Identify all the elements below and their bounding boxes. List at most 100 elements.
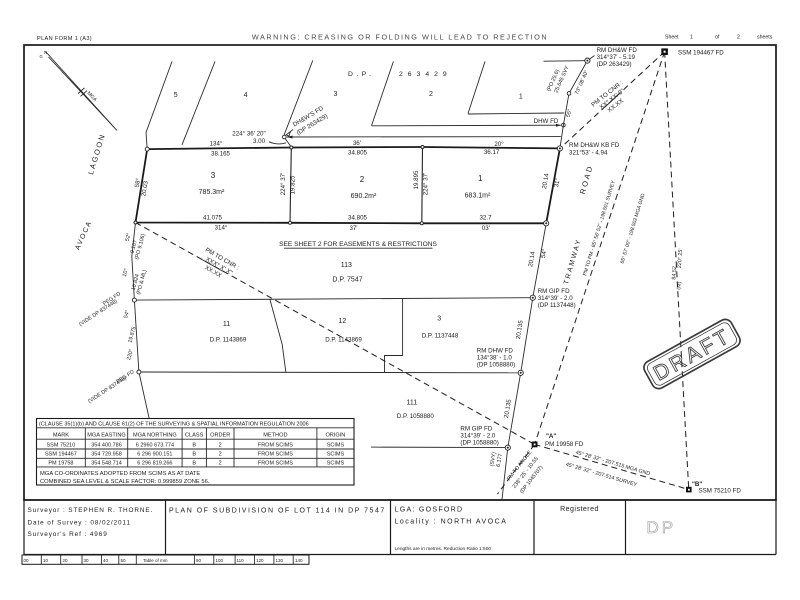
svg-text:90: 90 xyxy=(196,558,202,563)
svg-text:ORDER: ORDER xyxy=(210,433,230,439)
svg-text:20.135: 20.135 xyxy=(515,319,525,339)
svg-text:354 548.714: 354 548.714 xyxy=(91,461,122,467)
svg-text:32.7: 32.7 xyxy=(479,215,492,222)
svg-text:03': 03' xyxy=(482,225,490,232)
svg-text:41.075: 41.075 xyxy=(203,215,222,222)
svg-text:D.P.: D.P. xyxy=(348,71,374,78)
svg-text:MGA EASTING: MGA EASTING xyxy=(87,433,126,439)
svg-text:110: 110 xyxy=(237,558,245,563)
svg-text:785.3m²: 785.3m² xyxy=(199,189,225,196)
svg-text:314°37' - 5.19: 314°37' - 5.19 xyxy=(597,54,636,61)
svg-text:Surveyor's Ref : 4969: Surveyor's Ref : 4969 xyxy=(28,531,108,538)
svg-text:(CLAUSE 35(1)(b) AND CLAUSE 61: (CLAUSE 35(1)(b) AND CLAUSE 61(2) OF THE… xyxy=(39,421,309,427)
svg-text:SSM 194467 FD: SSM 194467 FD xyxy=(678,50,724,57)
svg-text:224° 37': 224° 37' xyxy=(280,173,287,196)
svg-text:(DP 1058880): (DP 1058880) xyxy=(477,362,515,369)
svg-text:MGA CO-ORDINATES ADOPTED FROM: MGA CO-ORDINATES ADOPTED FROM SCIMS AS A… xyxy=(40,471,200,477)
svg-text:73° 08' 40": 73° 08' 40" xyxy=(574,69,590,95)
svg-text:120: 120 xyxy=(256,558,264,563)
svg-text:19.875: 19.875 xyxy=(128,326,138,343)
svg-text:DP: DP xyxy=(647,518,677,537)
svg-text:of: of xyxy=(715,35,720,41)
svg-text:34.805: 34.805 xyxy=(348,150,367,157)
svg-text:30: 30 xyxy=(84,558,90,563)
svg-text:Table of mm: Table of mm xyxy=(143,558,168,563)
svg-text:"B": "B" xyxy=(692,481,702,488)
svg-text:D.P. 1058880: D.P. 1058880 xyxy=(397,413,435,420)
svg-text:WARNING: CREASING OR FOLDIN: WARNING: CREASING OR FOLDING WILL LEAD T… xyxy=(252,33,548,42)
svg-text:MGA NORTHING: MGA NORTHING xyxy=(133,433,177,439)
svg-text:2: 2 xyxy=(219,461,222,467)
svg-text:354 400.786: 354 400.786 xyxy=(91,442,122,448)
svg-text:DHW FD: DHW FD xyxy=(534,118,559,125)
svg-text:(VIDE DP 837448): (VIDE DP 837448) xyxy=(78,298,119,327)
svg-text:224° 37': 224° 37' xyxy=(422,173,429,196)
svg-text:SSM 194467: SSM 194467 xyxy=(45,452,77,458)
svg-text:54°: 54° xyxy=(540,248,549,259)
svg-text:3.00: 3.00 xyxy=(253,138,266,145)
svg-text:20.03: 20.03 xyxy=(140,180,150,197)
svg-text:6 296 900.151: 6 296 900.151 xyxy=(137,452,172,458)
svg-text:RM DH&W FD: RM DH&W FD xyxy=(597,47,638,54)
svg-text:LAGOON: LAGOON xyxy=(86,132,107,176)
svg-text:683.1m²: 683.1m² xyxy=(465,193,491,200)
svg-text:20.14: 20.14 xyxy=(527,250,537,267)
svg-text:D.P. 1137448: D.P. 1137448 xyxy=(422,333,459,340)
svg-text:RM GIP FD: RM GIP FD xyxy=(538,288,570,295)
svg-text:100: 100 xyxy=(216,558,224,563)
svg-text:54°: 54° xyxy=(123,310,131,319)
svg-text:SCIMS: SCIMS xyxy=(327,442,345,448)
svg-text:PLAN OF SUBDIVISION OF LOT 114: PLAN OF SUBDIVISION OF LOT 114 IN DP 754… xyxy=(169,508,386,515)
svg-text:6.177: 6.177 xyxy=(496,453,504,467)
svg-text:3: 3 xyxy=(333,91,337,98)
svg-text:(DP 1137448): (DP 1137448) xyxy=(538,302,576,309)
svg-text:52°: 52° xyxy=(125,233,133,242)
svg-text:36': 36' xyxy=(353,140,361,147)
svg-text:SSM 75210: SSM 75210 xyxy=(47,442,76,448)
svg-text:220° 25': 220° 25' xyxy=(677,248,684,268)
svg-text:3: 3 xyxy=(211,171,216,180)
svg-text:10: 10 xyxy=(43,558,49,563)
svg-text:PM TO PM - 65° 56' 52" - 198.5: PM TO PM - 65° 56' 52" - 198.501 SURVEY xyxy=(582,179,617,276)
svg-text:SCIMS: SCIMS xyxy=(327,461,345,467)
svg-text:4: 4 xyxy=(244,92,248,99)
svg-text:PM 19758: PM 19758 xyxy=(48,461,73,467)
svg-text:321°53' - 4.94: 321°53' - 4.94 xyxy=(569,150,608,157)
svg-text:FROM SCIMS: FROM SCIMS xyxy=(258,461,293,467)
svg-text:12: 12 xyxy=(339,318,347,325)
svg-text:314°39' - 2.0: 314°39' - 2.0 xyxy=(538,295,574,302)
svg-text:1: 1 xyxy=(690,35,693,41)
svg-text:130: 130 xyxy=(276,558,284,563)
svg-text:34.805: 34.805 xyxy=(348,215,367,222)
svg-text:31°: 31° xyxy=(553,177,562,188)
svg-text:Locality : NORTH AVOCA: Locality : NORTH AVOCA xyxy=(395,519,508,526)
svg-text:2: 2 xyxy=(429,91,433,98)
svg-text:(DP 263429): (DP 263429) xyxy=(597,61,632,68)
svg-text:(DP 1058880): (DP 1058880) xyxy=(460,440,498,447)
svg-text:RM GIP FD: RM GIP FD xyxy=(460,426,492,433)
svg-text:CLASS: CLASS xyxy=(185,433,204,439)
svg-text:6 296 819.266: 6 296 819.266 xyxy=(137,461,172,467)
svg-text:D.P. 7547: D.P. 7547 xyxy=(332,277,362,284)
svg-text:2: 2 xyxy=(219,442,222,448)
svg-text:(M): (M) xyxy=(676,281,683,290)
svg-text:Date of Survey : 08/02/2011: Date of Survey : 08/02/2011 xyxy=(28,520,131,527)
svg-text:65° 57' 00" - 198.502 MGA GND: 65° 57' 00" - 198.502 MGA GND xyxy=(619,193,646,265)
svg-text:sheets: sheets xyxy=(757,35,773,41)
svg-text:SEE SHEET 2 FOR EASEMENTS & RE: SEE SHEET 2 FOR EASEMENTS & RESTRICTIONS xyxy=(279,241,437,248)
svg-text:84.52: 84.52 xyxy=(671,266,678,280)
svg-text:690.2m²: 690.2m² xyxy=(351,193,377,200)
svg-text:SCIMS: SCIMS xyxy=(327,452,345,458)
svg-text:314°39' - 2.0: 314°39' - 2.0 xyxy=(460,433,496,440)
svg-text:55°: 55° xyxy=(566,109,574,118)
svg-text:Surveyor : STEPHEN R. THORNE.: Surveyor : STEPHEN R. THORNE. xyxy=(28,507,154,514)
svg-text:B: B xyxy=(192,442,196,448)
svg-text:220°: 220° xyxy=(126,349,135,361)
svg-text:00: 00 xyxy=(24,558,30,563)
svg-text:20.135: 20.135 xyxy=(503,398,513,418)
svg-text:5: 5 xyxy=(174,92,178,99)
svg-text:11: 11 xyxy=(223,321,230,328)
svg-text:19.895: 19.895 xyxy=(413,170,420,189)
svg-text:D.P. 1143869: D.P. 1143869 xyxy=(325,337,362,344)
svg-text:2: 2 xyxy=(219,452,222,458)
